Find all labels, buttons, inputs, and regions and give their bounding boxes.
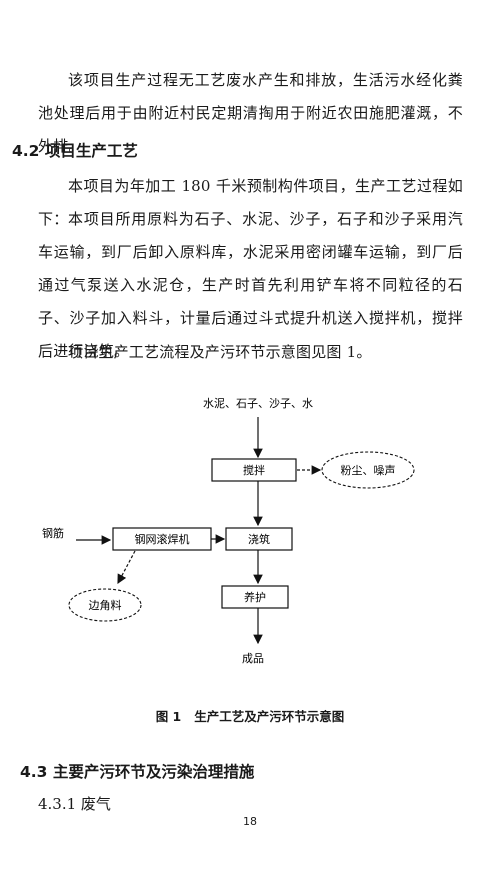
mixing-box: [211, 458, 297, 482]
figure-caption: 图 1 生产工艺及产污环节示意图: [155, 709, 345, 724]
paragraph-process-description: 本项目所用原料为石子、水泥、沙子，石子和沙子采用汽车运输，到厂后卸入原料库，水泥…: [38, 210, 463, 360]
pouring-box: [225, 527, 293, 551]
raw-materials-label: 水泥、石子、沙子、水: [203, 397, 313, 410]
curing-box: [221, 585, 289, 609]
dust-noise-ellipse: [321, 451, 415, 489]
paragraph-figure-reference: 项目生产工艺流程及产污环节示意图见图 1。: [68, 343, 372, 361]
steel-label: 钢筋: [42, 526, 64, 540]
mixing-label: 搅拌: [243, 463, 265, 477]
heading-4-3-1: 4.3.1 废气: [38, 795, 111, 813]
welder-label: 钢网滚焊机: [135, 532, 190, 546]
paragraph-wastewater: 该项目生产过程无工艺废水产生和排放，生活污水经化粪池处理后用于由附近村民定期清掏…: [38, 71, 463, 155]
scrap-ellipse: [68, 588, 142, 622]
product-label: 成品: [242, 652, 264, 665]
curing-label: 养护: [244, 590, 266, 604]
page-number: 18: [243, 815, 257, 828]
paragraph-project-intro: 本项目为年加工 180 千米预制构件项目，生产工艺过程如下：: [38, 177, 463, 228]
heading-4-2: 4.2 项目生产工艺: [12, 142, 138, 160]
heading-4-3: 4.3 主要产污环节及污染治理措施: [20, 763, 255, 781]
dust-noise-label: 粉尘、噪声: [341, 463, 396, 477]
process-flow-diagram: 水泥、石子、沙子、水 搅拌 粉尘、噪声 钢筋 钢网滚焊机 浇筑 边角料 养护: [42, 397, 415, 665]
scrap-label: 边角料: [89, 598, 122, 612]
pouring-label: 浇筑: [248, 532, 270, 546]
arrow-welder-to-scrap: [117, 550, 136, 585]
